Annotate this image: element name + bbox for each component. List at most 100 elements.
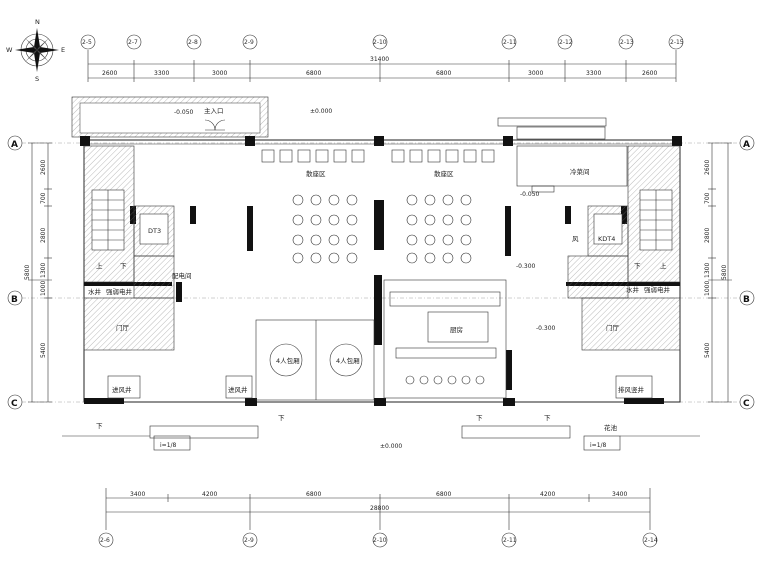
plan-label: C [743, 399, 750, 409]
hall-right-label: 门厅 [606, 323, 620, 332]
plan-label: 5800 [24, 265, 31, 280]
plan-label: 2-11 [503, 537, 517, 544]
plan-label: -0.300 [516, 263, 536, 270]
axis-bubble: 2-10 [372, 532, 388, 548]
axis-bubble: 2-12 [557, 34, 573, 50]
plan-label: 下 [634, 262, 641, 270]
dining-area-right-label: 散座区 [434, 169, 454, 178]
plan-label: 1300 [704, 263, 711, 278]
plan-label: 2600 [704, 160, 711, 175]
plan-label: 700 [40, 192, 47, 204]
plan-label: 6800 [306, 491, 321, 498]
top-total-dim: 31400 [370, 56, 389, 63]
plan-label: -0.300 [536, 325, 556, 332]
plan-label: 2-11 [503, 39, 517, 46]
dining-tables-left: 散座区 [261, 149, 365, 264]
plan-label: A [11, 140, 18, 150]
plan-label: 2-8 [188, 39, 198, 46]
axis-bubble: 2-6 [98, 532, 114, 548]
plan-label: C [11, 399, 18, 409]
axis-bubble: 2-9 [242, 34, 258, 50]
top-dimension: 31400 2600 3300 3000 6800 6800 3000 3300… [87, 50, 677, 82]
ramp-right: i=1/8 [590, 442, 607, 449]
plan-label: 5400 [40, 343, 47, 358]
plan-label: 2-9 [244, 537, 254, 544]
private-rooms: 4人包厢 4人包厢 [255, 319, 375, 401]
plan-label: 3300 [154, 70, 169, 77]
kitchen: 厨房 -0.300 -0.300 [383, 263, 556, 399]
plan-label: 2-12 [559, 39, 573, 46]
plan-label: 4200 [540, 491, 555, 498]
plan-label: 下 [120, 262, 127, 270]
ramp-left: i=1/8 [160, 442, 177, 449]
air-shafts: 进风井 进风井 排风竖井 [107, 375, 653, 399]
plan-label: 2-15 [670, 39, 684, 46]
plan-label: 2800 [40, 228, 47, 243]
wind-label: 风 [572, 235, 579, 243]
plan-label: ±0.000 [380, 443, 402, 450]
plan-label: 2-14 [644, 537, 658, 544]
plan-label: B [11, 295, 18, 305]
plan-label: 2600 [102, 70, 117, 77]
elevator-kdt4: KDT4 [598, 235, 615, 243]
plan-label: 2600 [642, 70, 657, 77]
flower-pool-label: 花池 [604, 423, 618, 432]
plan-label: 700 [704, 192, 711, 204]
axis-bubble: 2-13 [618, 34, 634, 50]
lower-halls: 门厅 门厅 [83, 297, 681, 351]
compass-e: E [61, 46, 65, 54]
plan-label: 2-10 [373, 39, 387, 46]
compass-rose: N S E W [6, 18, 65, 83]
air-in-shaft-2-label: 进风井 [228, 385, 248, 394]
plan-label: 下 [278, 414, 285, 422]
plan-label: 1300 [40, 263, 47, 278]
plan-label: -0.050 [174, 109, 194, 116]
exhaust-shaft-label: 排风竖井 [618, 385, 645, 394]
plan-label: 5400 [704, 343, 711, 358]
plan-label: B [743, 295, 750, 305]
plan-label: 上 [660, 261, 667, 270]
plan-label: 2-7 [128, 39, 138, 46]
plan-label: 下 [476, 414, 483, 422]
top-axis-row: 2-5 2-7 2-8 2-9 2-10 2-11 2-12 2-13 2-15 [80, 34, 684, 50]
plan-label: 2-13 [620, 39, 634, 46]
axis-bubble: 2-9 [242, 532, 258, 548]
plan-label: -0.050 [520, 191, 540, 198]
elevator-dt3: DT3 [148, 227, 161, 235]
axis-bubble: 2-7 [126, 34, 142, 50]
plan-label: ±0.000 [310, 108, 332, 115]
axis-bubble: 2-8 [186, 34, 202, 50]
plan-label: 6800 [436, 491, 451, 498]
power-well-left: 强弱电井 [106, 287, 133, 296]
main-entrance-label: 主入口 [204, 106, 224, 115]
plan-label: 下 [96, 422, 103, 430]
plan-label: 2-9 [244, 39, 254, 46]
plan-label: 2-10 [373, 537, 387, 544]
plan-label: 3400 [130, 491, 145, 498]
plan-label: A [743, 140, 750, 150]
cold-room: 冷菜间 [516, 145, 628, 193]
bottom-ramps: i=1/8 i=1/8 下 下 下 下 花池 ±0.000 -0.050 [62, 191, 700, 451]
right-dimension: 2600 700 2800 1300 1000 5400 5800 [704, 142, 732, 403]
plan-label: 2-6 [100, 537, 110, 544]
axis-bubble: 2-14 [642, 532, 658, 548]
plan-label: 2-5 [82, 39, 92, 46]
axis-bubble: 2-5 [80, 34, 96, 50]
cold-room-label: 冷菜间 [570, 167, 590, 176]
kitchen-label: 厨房 [450, 325, 463, 334]
plan-label: 2800 [704, 228, 711, 243]
plan-label: 3000 [212, 70, 227, 77]
compass-n: N [35, 18, 40, 26]
bottom-axis-row: 2-6 2-9 2-10 2-11 2-14 [98, 532, 658, 548]
electric-room-label: 配电间 [172, 271, 192, 280]
hall-left-label: 门厅 [116, 323, 130, 332]
dining-area-left-label: 散座区 [306, 169, 326, 178]
plan-label: 3000 [528, 70, 543, 77]
axis-bubble: 2-11 [501, 532, 517, 548]
dining-tables-right: 散座区 [374, 149, 495, 264]
axis-bubble: 2-11 [501, 34, 517, 50]
private-room-2-label: 4人包厢 [336, 356, 360, 365]
air-in-shaft-label: 进风井 [112, 385, 132, 394]
entrance-canopy: 主入口 -0.050 ±0.000 [71, 96, 332, 138]
